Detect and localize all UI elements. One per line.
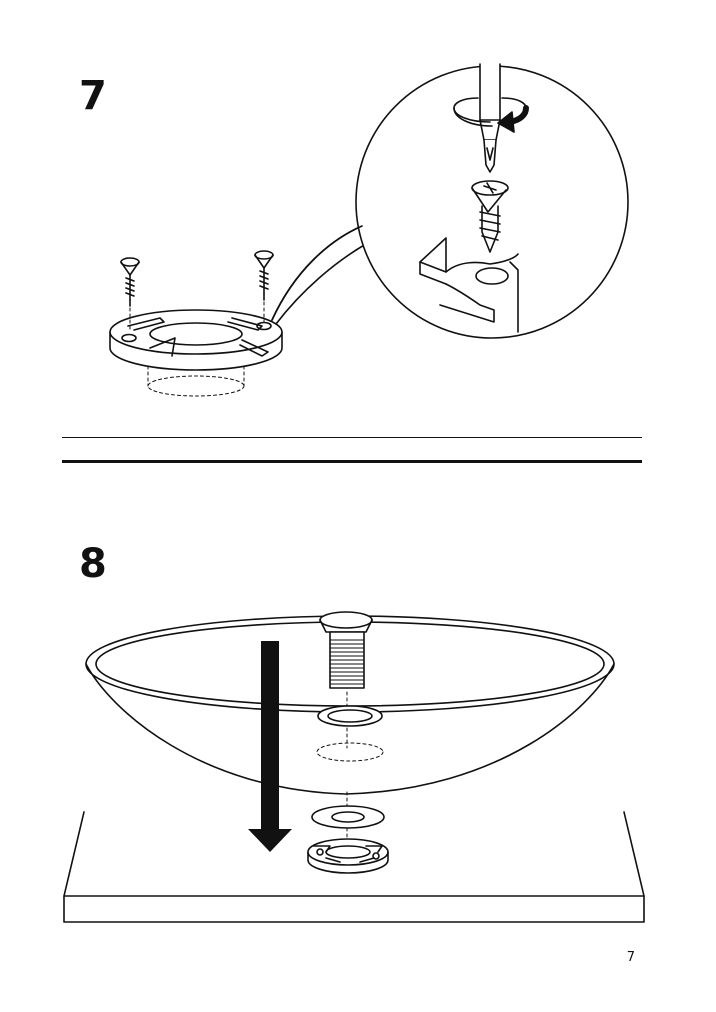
washer-icon [317,705,383,807]
screwdriver-icon [479,63,501,173]
locknut-icon [307,838,389,874]
divider-thin [62,437,642,438]
detail-magnifier-icon [271,65,629,339]
step-7-number: 7 [79,73,107,119]
screw-icon [254,250,274,323]
rotation-arrow-icon [453,97,529,133]
washer-icon [311,805,385,843]
screw-icon [471,180,509,253]
down-arrow-icon [248,641,292,852]
screw-icon [120,257,140,333]
mounting-ring-icon [419,237,519,333]
countertop-icon [63,811,645,923]
mounting-ring-icon [109,309,283,397]
drain-icon [319,611,373,709]
page-number: 7 [626,950,635,965]
divider-thick [62,460,642,463]
step-8-number: 8 [79,541,107,587]
